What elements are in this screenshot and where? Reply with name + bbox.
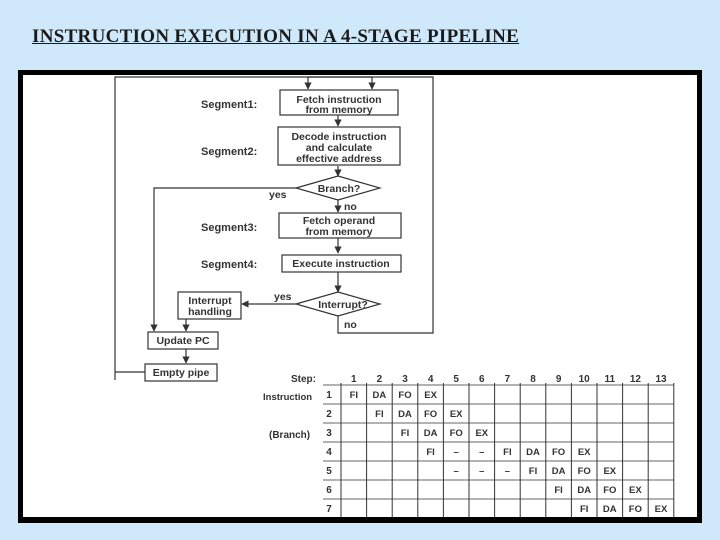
segment4-label: Segment4: (201, 259, 257, 271)
svg-text:and calculate: and calculate (306, 142, 373, 154)
stage-cell: EX (424, 390, 437, 401)
fetch-instruction-box: Fetch instruction from memory (279, 89, 399, 116)
interrupt-no-label: no (344, 319, 357, 331)
stage-cell: DA (603, 504, 617, 515)
svg-text:from memory: from memory (305, 104, 372, 116)
stage-cell: EX (450, 409, 463, 420)
stage-cell: EX (578, 447, 591, 458)
stage-cell: FI (426, 447, 434, 458)
fetch-operand-box: Fetch operand from memory (278, 212, 402, 239)
stage-cell: FI (375, 409, 383, 420)
stage-cell: EX (475, 428, 488, 439)
stage-cell: DA (526, 447, 540, 458)
svg-text:Decode instruction: Decode instruction (291, 131, 386, 143)
instruction-number: 5 (326, 466, 332, 477)
stage-cell: EX (629, 485, 642, 496)
svg-text:Execute instruction: Execute instruction (292, 258, 389, 270)
interrupt-handling-box: Interrupt handling (177, 291, 242, 320)
interrupt-decision: Interrupt? (293, 291, 383, 317)
stage-cell: – (479, 466, 484, 477)
step-label: Step: (291, 374, 316, 385)
stage-cell: – (454, 466, 459, 477)
svg-text:effective address: effective address (296, 153, 382, 165)
stage-cell: FO (424, 409, 437, 420)
svg-text:Branch?: Branch? (318, 183, 361, 195)
stage-cell: – (454, 447, 459, 458)
svg-text:Fetch instruction: Fetch instruction (296, 94, 381, 106)
figure-panel: Segment1: Segment2: Segment3: Segment4: … (23, 75, 697, 524)
decode-box: Decode instruction and calculate effecti… (277, 126, 401, 166)
stage-cell: FO (629, 504, 642, 515)
stage-cell: FO (398, 390, 411, 401)
step-number: 7 (505, 374, 511, 385)
stage-cell: FI (503, 447, 511, 458)
svg-text:Empty pipe: Empty pipe (153, 367, 210, 379)
stage-cell: – (479, 447, 484, 458)
stage-cell: FI (554, 485, 562, 496)
svg-text:Fetch operand: Fetch operand (303, 215, 375, 227)
svg-text:Interrupt: Interrupt (188, 295, 232, 307)
pipeline-figure: Segment1: Segment2: Segment3: Segment4: … (114, 76, 675, 524)
branch-row-label: (Branch) (269, 430, 310, 441)
segment3-label: Segment3: (201, 222, 257, 234)
stage-cell: EX (655, 504, 668, 515)
step-number: 11 (605, 374, 616, 385)
stage-cell: FO (603, 485, 616, 496)
step-number: 12 (630, 374, 642, 385)
stage-cell: DA (398, 409, 412, 420)
step-number: 10 (579, 374, 591, 385)
segment1-label: Segment1: (201, 99, 257, 111)
svg-text:handling: handling (188, 306, 232, 318)
interrupt-yes-label: yes (274, 291, 292, 303)
instruction-number: 1 (326, 390, 332, 401)
svg-text:from memory: from memory (305, 226, 372, 238)
instruction-number: 2 (326, 409, 332, 420)
stage-cell: DA (424, 428, 438, 439)
flow-lines (114, 76, 434, 380)
step-number: 8 (530, 374, 536, 385)
step-number: 2 (377, 374, 383, 385)
stage-cell: FO (450, 428, 463, 439)
stage-cell: FI (401, 428, 409, 439)
step-number: 6 (479, 374, 485, 385)
stage-cell: FI (350, 390, 358, 401)
step-number: 3 (402, 374, 408, 385)
step-number: 1 (351, 374, 357, 385)
step-number: 9 (556, 374, 562, 385)
stage-cell: FI (529, 466, 537, 477)
stage-cell: FO (578, 466, 591, 477)
execute-box: Execute instruction (281, 254, 402, 273)
step-number: 13 (655, 374, 667, 385)
stage-cell: EX (603, 466, 616, 477)
slide-title: INSTRUCTION EXECUTION IN A 4-STAGE PIPEL… (32, 26, 520, 47)
branch-no-label: no (344, 201, 357, 213)
instruction-label: Instruction (263, 392, 312, 403)
stage-cell: DA (552, 466, 566, 477)
stage-cell: FO (552, 447, 565, 458)
stage-cell: DA (577, 485, 591, 496)
stage-cell: FI (580, 504, 588, 515)
instruction-number: 3 (326, 428, 332, 439)
svg-text:Interrupt?: Interrupt? (318, 299, 368, 311)
instruction-number: 7 (326, 504, 332, 515)
stage-cell: DA (373, 390, 387, 401)
branch-decision: Branch? (293, 175, 383, 201)
empty-pipe-box: Empty pipe (144, 363, 218, 382)
step-number: 4 (428, 374, 434, 385)
stage-cell: – (505, 466, 510, 477)
step-number: 5 (453, 374, 459, 385)
branch-yes-label: yes (269, 189, 287, 201)
update-pc-box: Update PC (147, 331, 219, 350)
svg-text:Update PC: Update PC (156, 335, 210, 347)
segment2-label: Segment2: (201, 146, 257, 158)
instruction-number: 6 (326, 485, 332, 496)
instruction-number: 4 (326, 447, 332, 458)
